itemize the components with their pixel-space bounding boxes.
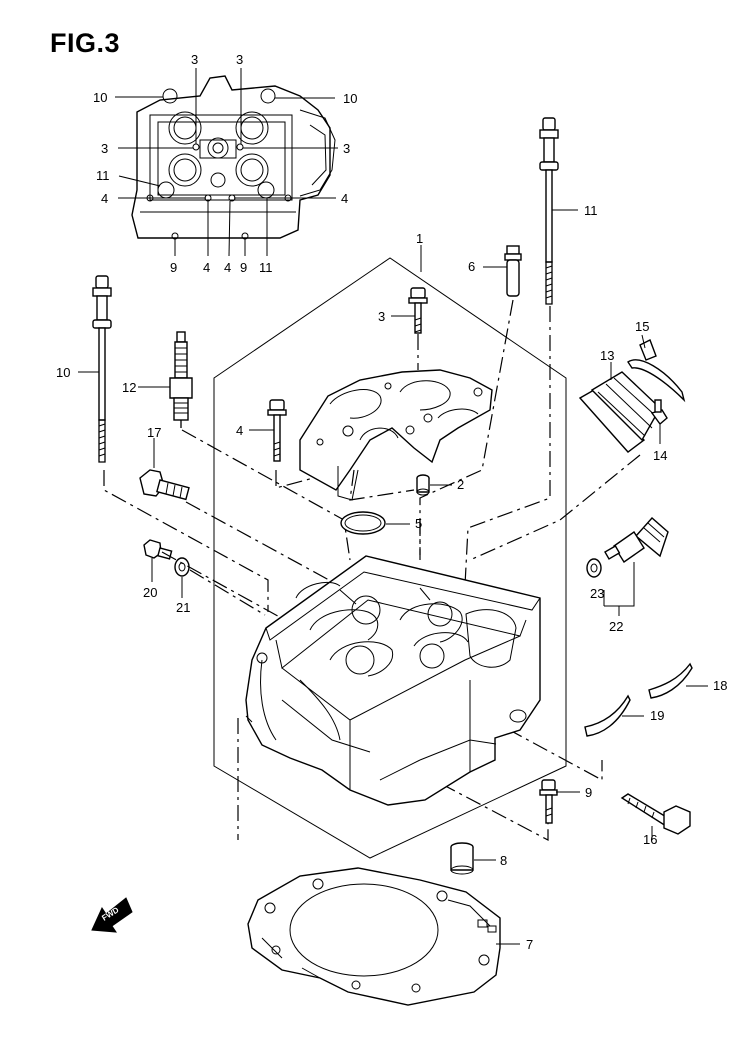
cam-holder [299, 369, 493, 501]
assembly-frame [213, 257, 567, 859]
bolt-16 [620, 793, 691, 835]
temp-sensor-22 [604, 517, 669, 563]
inset-callout-10-left: 10 [93, 90, 107, 105]
callout-9: 9 [585, 785, 592, 800]
o-ring-5 [340, 511, 386, 535]
cylinder-head [245, 555, 541, 806]
inset-callout-3-top-right: 3 [236, 52, 243, 67]
inset-callout-3-top-left: 3 [191, 52, 198, 67]
inset-callout-3-left: 3 [101, 141, 108, 156]
callout-13: 13 [600, 348, 614, 363]
callout-20: 20 [143, 585, 157, 600]
callout-16: 16 [643, 832, 657, 847]
callout-3: 3 [378, 309, 385, 324]
inset-callout-4-left: 4 [101, 191, 108, 206]
inset-head-top-view [115, 68, 338, 257]
inset-callout-9-left: 9 [170, 260, 177, 275]
inset-callout-9-right: 9 [240, 260, 247, 275]
dowel-2 [416, 474, 430, 496]
bolt-20 [143, 539, 173, 560]
screw-14 [650, 399, 668, 426]
callout-4: 4 [236, 423, 243, 438]
inset-callout-4-bottom-mid: 4 [224, 260, 231, 275]
bolt-10 [92, 275, 112, 463]
callout-22: 22 [609, 619, 623, 634]
figure-title: FIG.3 [50, 28, 121, 58]
bolt-11 [539, 117, 559, 305]
washer-21 [174, 557, 190, 577]
valve-guide-6 [504, 245, 522, 297]
callout-19: 19 [650, 708, 664, 723]
callout-6: 6 [468, 259, 475, 274]
spark-plug-12 [169, 331, 193, 428]
callout-7: 7 [526, 937, 533, 952]
callout-12: 12 [122, 380, 136, 395]
callout-15: 15 [635, 319, 649, 334]
inset-callout-4-right: 4 [341, 191, 348, 206]
bolt-3 [408, 287, 428, 334]
callout-11: 11 [584, 203, 598, 218]
fwd-arrow-icon: FWD [91, 897, 133, 933]
head-gasket-7 [247, 867, 501, 1006]
inset-callout-3-right: 3 [343, 141, 350, 156]
inset-callout-11-left: 11 [96, 168, 110, 183]
callout-8: 8 [500, 853, 507, 868]
callout-17: 17 [147, 425, 161, 440]
callout-18: 18 [713, 678, 727, 693]
dowel-8 [450, 842, 474, 875]
inset-callout-11-bottom: 11 [259, 260, 273, 275]
callout-14: 14 [653, 448, 667, 463]
callout-23: 23 [590, 586, 604, 601]
bolt-4 [267, 399, 287, 462]
seal-19 [584, 694, 631, 737]
bolt-9 [539, 779, 558, 824]
callout-21: 21 [176, 600, 190, 615]
callout-2: 2 [457, 477, 464, 492]
inset-callout-10-right: 10 [343, 91, 357, 106]
inset-callout-4-bottom-left: 4 [203, 260, 210, 275]
seal-18 [648, 662, 693, 699]
intake-pipe-13 [578, 371, 661, 453]
callout-10: 10 [56, 365, 70, 380]
callout-1: 1 [416, 231, 423, 246]
callout-5: 5 [415, 516, 422, 531]
gasket-23 [586, 558, 602, 578]
bolt-17 [139, 469, 190, 501]
